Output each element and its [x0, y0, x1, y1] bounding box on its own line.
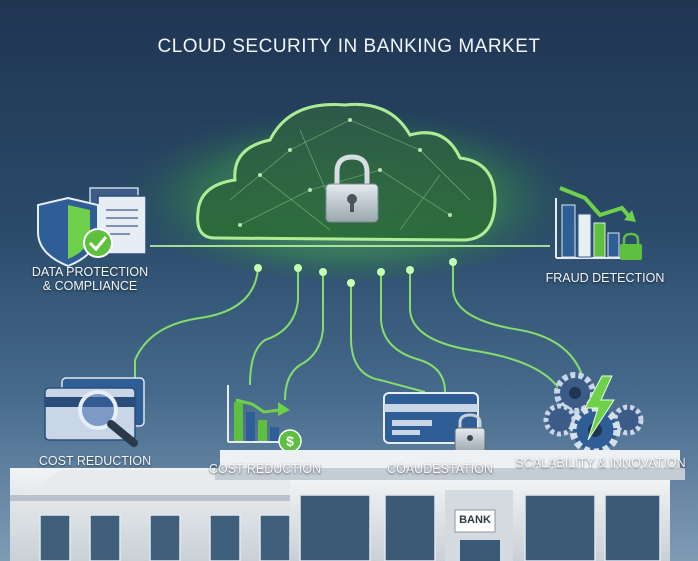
- data-protection-label: DATA PROTECTION & COMPLIANCE: [25, 265, 155, 293]
- padlock-icon: [325, 154, 379, 223]
- connector-nodes: [254, 258, 457, 287]
- card-feature-label: COAUDESTATION: [387, 462, 493, 476]
- connector-lines: [134, 262, 586, 401]
- bar-chart-dollar-icon: $: [227, 385, 302, 453]
- magnifier-card-icon: [44, 377, 145, 447]
- scalability-label: SCALABILITY & INNOVATION: [515, 456, 686, 470]
- cost-reduction-left-label: COST REDUCTION: [38, 454, 152, 468]
- cost-reduction-center-label: COST REDUCTION: [208, 462, 322, 476]
- data-protection-line2: & COMPLIANCE: [42, 279, 138, 293]
- bar-chart-decline-icon: [555, 186, 642, 260]
- cloud-icon: [196, 102, 497, 242]
- credit-card-lock-icon: [383, 392, 486, 453]
- gears-lightning-icon: [543, 372, 644, 456]
- fraud-detection-label: FRAUD DETECTION: [545, 271, 665, 285]
- page-title: CLOUD SECURITY IN BANKING MARKET: [157, 36, 541, 57]
- data-protection-line1: DATA PROTECTION: [31, 265, 149, 279]
- svg-text:$: $: [286, 433, 294, 449]
- bank-sign: BANK: [459, 514, 491, 526]
- bank-building: [10, 450, 685, 561]
- shield-check-icon: [37, 187, 147, 268]
